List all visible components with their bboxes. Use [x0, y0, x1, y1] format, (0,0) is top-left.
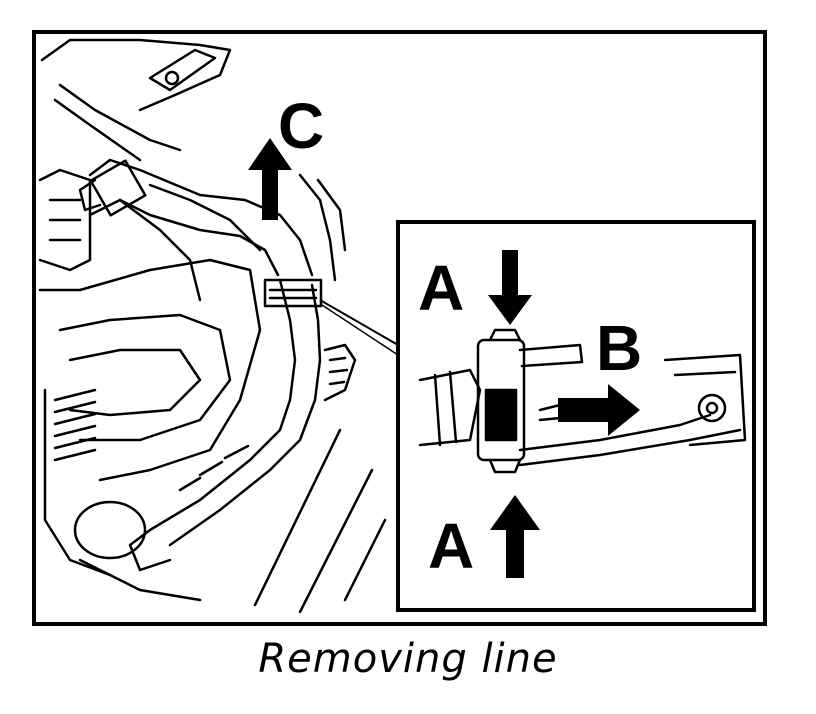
figure-caption: Removing line	[258, 636, 558, 682]
arrow-a-bottom	[490, 495, 540, 578]
leader-line	[319, 299, 399, 346]
arrow-a-top	[488, 250, 532, 325]
inset-illustration	[418, 328, 747, 474]
label-b: B	[596, 312, 642, 384]
line-removal-diagram: C A A B	[32, 30, 767, 626]
label-a-top: A	[418, 252, 464, 324]
engine-bay-illustration	[38, 38, 387, 614]
label-a-bottom: A	[428, 510, 474, 582]
arrow-b	[558, 384, 640, 436]
arrow-c	[248, 138, 292, 220]
label-c: C	[278, 90, 324, 162]
